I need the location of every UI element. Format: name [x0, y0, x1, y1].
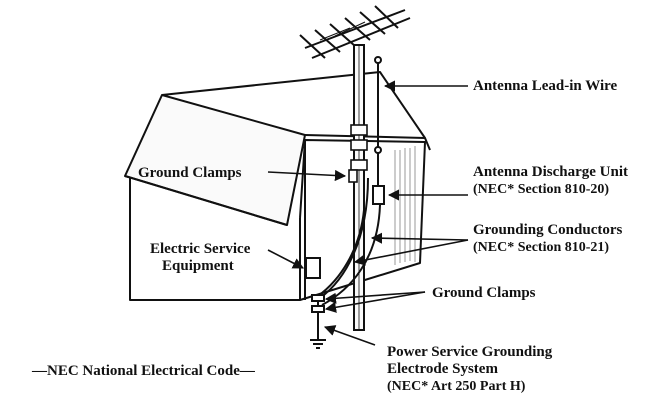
- antenna: [299, 5, 411, 59]
- arrow-conductor-a: [370, 232, 469, 244]
- arrow-ground-clamps-lower-b: [324, 291, 426, 313]
- nec-footnote: —NEC National Electrical Code—: [32, 363, 255, 379]
- discharge-unit-title: Antenna Discharge Unit: [473, 164, 629, 180]
- roof-front: [124, 94, 306, 226]
- power-service-line2: Electrode System: [387, 361, 498, 377]
- label-electric-service: Electric Service Equipment: [150, 241, 250, 275]
- label-grounding-conductors: Grounding Conductors (NEC* Section 810-2…: [473, 222, 622, 256]
- label-ground-clamps-lower: Ground Clamps: [432, 285, 536, 301]
- electric-service-line2: Equipment: [162, 258, 234, 274]
- wall-shading: [394, 146, 416, 265]
- grounding-conductors: [317, 177, 381, 306]
- mast-clamps: [350, 124, 368, 171]
- power-service-nec: (NEC* Art 250 Part H): [387, 379, 526, 394]
- ground-clamp-upper: [348, 169, 358, 183]
- leader-arrows: [267, 80, 469, 346]
- ground-rod: [310, 294, 326, 349]
- grounding-conductors-title: Grounding Conductors: [473, 222, 623, 238]
- house: [124, 71, 431, 301]
- label-antenna-discharge-unit: Antenna Discharge Unit (NEC* Section 810…: [473, 164, 628, 198]
- side-wall: [299, 139, 426, 301]
- discharge-unit-nec: (NEC* Section 810-20): [473, 182, 610, 197]
- label-power-service-grounding: Power Service Grounding Electrode System…: [387, 344, 552, 395]
- arrow-ground-clamps-lower-a: [324, 291, 426, 304]
- label-antenna-lead-in: Antenna Lead-in Wire: [473, 78, 618, 94]
- arrow-electric-service: [267, 249, 304, 269]
- lead-in-wire: [374, 56, 382, 190]
- arrow-power-service: [323, 325, 376, 346]
- electric-service-line1: Electric Service: [150, 241, 251, 257]
- electric-service-box: [305, 257, 321, 279]
- arrow-conductor-b: [353, 239, 469, 266]
- grounding-conductors-nec: (NEC* Section 810-21): [473, 240, 610, 255]
- arrow-ground-clamps-upper: [267, 169, 347, 182]
- label-ground-clamps-upper: Ground Clamps: [138, 165, 242, 181]
- power-service-line1: Power Service Grounding: [387, 344, 553, 360]
- antenna-mast: [353, 44, 365, 331]
- discharge-unit: [372, 185, 385, 205]
